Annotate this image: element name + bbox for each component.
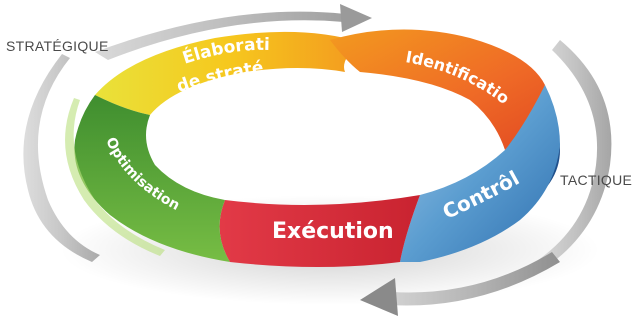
segment-identification — [330, 29, 545, 150]
top-cycle-arrow — [95, 4, 372, 60]
right-cycle-arrow — [538, 40, 612, 268]
bottom-cycle-arrow — [360, 252, 560, 316]
segment-execution — [219, 195, 420, 267]
segment-optimisation — [74, 95, 230, 262]
segment-optimisation-edge — [65, 98, 165, 256]
segment-controle — [400, 85, 560, 262]
left-cycle-arrow — [23, 54, 100, 262]
segment-elaboration — [95, 31, 360, 115]
execution-label: Exécution — [272, 219, 394, 244]
strategic-label: STRATÉGIQUE — [6, 38, 109, 54]
tactical-label: TACTIQUE — [560, 172, 632, 188]
